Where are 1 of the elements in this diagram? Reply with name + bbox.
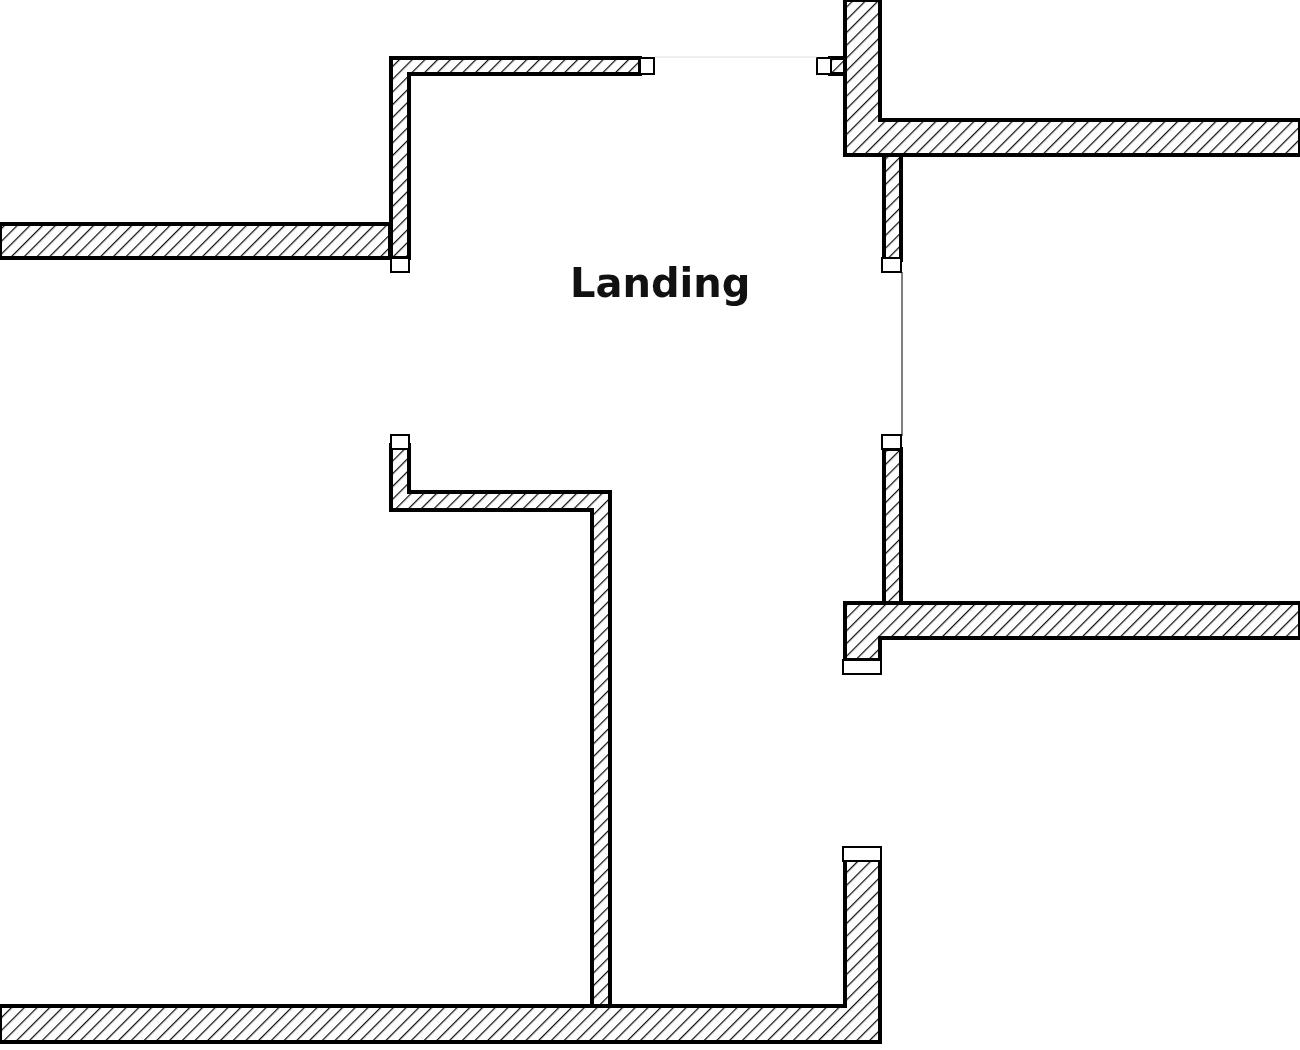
room-label: Landing (570, 260, 751, 306)
